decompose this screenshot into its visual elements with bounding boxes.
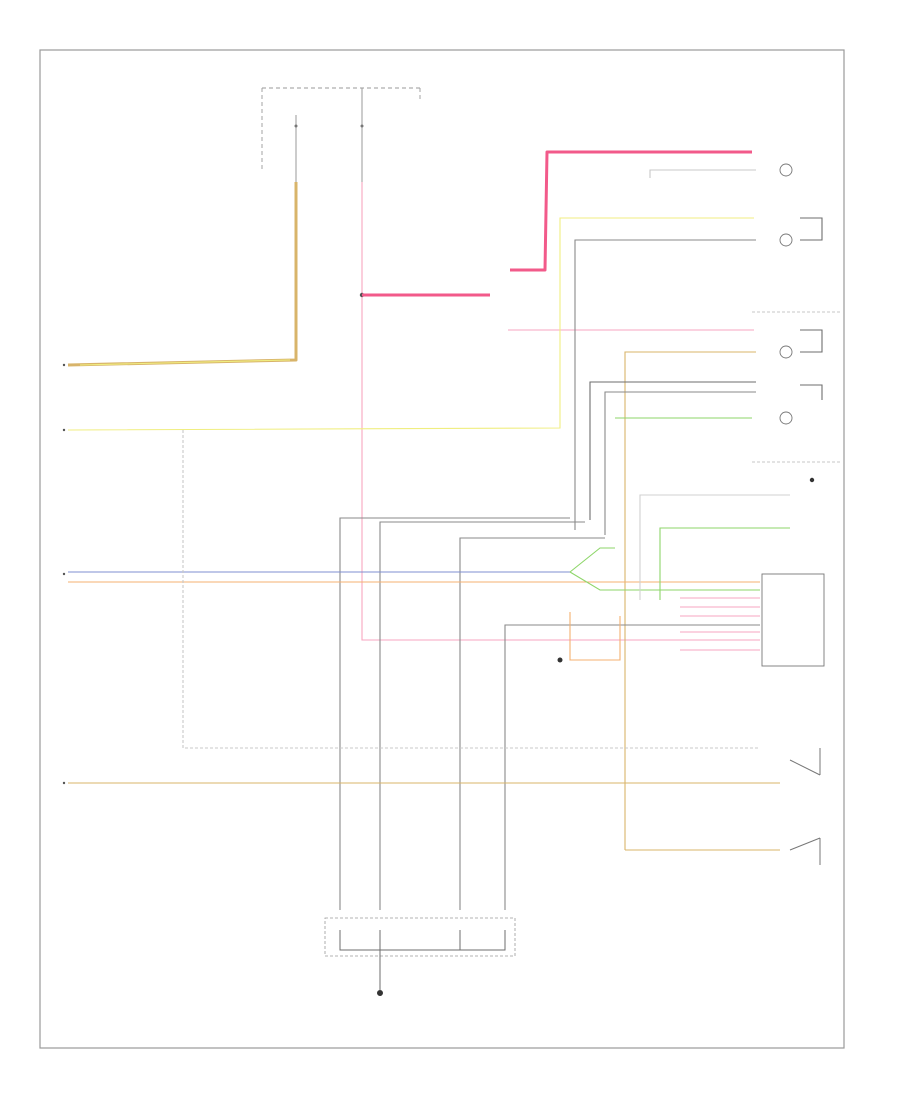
bulb-1: [779, 163, 793, 177]
connector-lines: [680, 597, 760, 651]
wire-green-fan: [569, 547, 760, 591]
wire-yellow-left-overlay: [79, 359, 291, 366]
wire-bulb2-return: [800, 217, 823, 241]
switch-1: [789, 748, 821, 776]
left-terminal-2: [62, 428, 66, 432]
wire-gray-bulb2: [574, 239, 756, 530]
ground-terminal-right: [809, 477, 815, 483]
bulb-3: [779, 345, 793, 359]
wire-bulb3-return: [800, 329, 823, 353]
wire-ground-1: [339, 517, 570, 910]
wire-tan-fuse-left: [67, 182, 298, 367]
switch-2: [789, 837, 821, 865]
ground-bus: [339, 930, 506, 990]
splice-instrument: [557, 657, 563, 663]
wire-green-right: [659, 527, 790, 600]
left-terminal-1: [62, 363, 66, 367]
ground-connector-box: [324, 917, 516, 957]
wire-ground-2: [379, 521, 585, 910]
diagram-frame: [39, 49, 845, 1049]
wire-white-right: [639, 494, 790, 600]
ground-point: [377, 990, 383, 996]
wire-gray-top: [649, 169, 756, 178]
left-terminal-3: [62, 572, 66, 576]
ground-connector: [324, 917, 516, 996]
wire-orange-connector: [569, 612, 621, 661]
fuse-terminal-right: [360, 124, 364, 128]
left-terminal-4: [62, 781, 66, 785]
wire-pink-thick-bulb1: [362, 150, 752, 297]
wire-dark-gray-bulb4: [589, 381, 756, 520]
bulb-4: [779, 411, 793, 425]
bulbs: [779, 163, 793, 425]
bulb-2: [779, 233, 793, 247]
wire-bulb4-return: [800, 384, 823, 400]
wire-ground-3: [459, 537, 605, 910]
wire-ground-4: [504, 624, 760, 910]
wire-dashed-left: [182, 430, 760, 749]
fuse-terminal-left: [294, 124, 298, 128]
wire-pink-fuse-down: [361, 182, 760, 641]
wire-dark-gray-bulb4b: [604, 391, 756, 535]
fuse-box-outline: [261, 87, 421, 172]
wire-tan-bulb3: [624, 351, 756, 850]
wire-yellow-main: [67, 217, 754, 431]
fuse-junction-box: [261, 87, 421, 182]
control-module-box: [761, 573, 825, 667]
